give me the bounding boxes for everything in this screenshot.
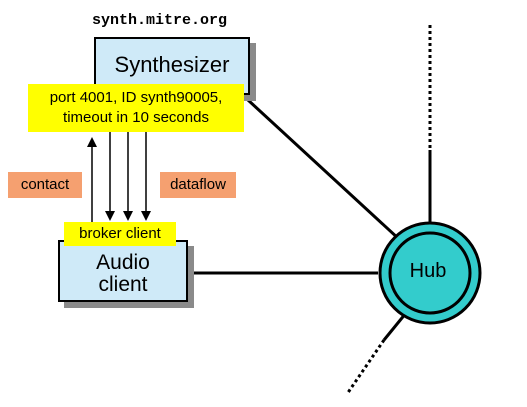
audio-client-line1: Audio [96, 251, 150, 274]
audio-client-box: Audio client [58, 240, 188, 302]
connection-info-label: port 4001, ID synth90005, timeout in 10 … [28, 84, 244, 132]
hub-label: Hub [409, 260, 447, 282]
broker-client-label: broker client [64, 222, 176, 246]
synth-hostname: synth.mitre.org [92, 12, 228, 29]
synth-hub-connector [246, 98, 402, 242]
connection-info-line2: timeout in 10 seconds [63, 109, 209, 126]
hub-down-dotted [345, 339, 386, 395]
audio-client-line2: client [98, 273, 148, 296]
hub-down-connector [382, 312, 408, 341]
hub-inner-circle [388, 231, 472, 315]
dataflow-label: dataflow [160, 172, 236, 198]
contact-label: contact [8, 172, 82, 198]
connection-info-line1: port 4001, ID synth90005, [49, 89, 223, 106]
audio-client-title: Audio client [60, 252, 186, 296]
synthesizer-title: Synthesizer [114, 52, 230, 77]
